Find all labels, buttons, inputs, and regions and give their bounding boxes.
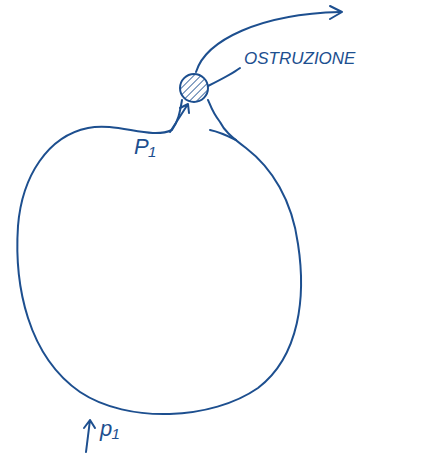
pressure-arrow-bottom [84, 420, 95, 452]
part-label: OSTRUZIONE [244, 50, 355, 67]
leader-line [208, 68, 240, 86]
pressure-label: p₁ [100, 418, 119, 440]
neck-right-edge [210, 130, 236, 140]
arrowhead [330, 6, 342, 19]
pressure-arrow-top [170, 104, 189, 132]
flask-outline [17, 100, 301, 414]
pressure-label: P₁ [134, 136, 156, 158]
obstruction [180, 74, 208, 102]
